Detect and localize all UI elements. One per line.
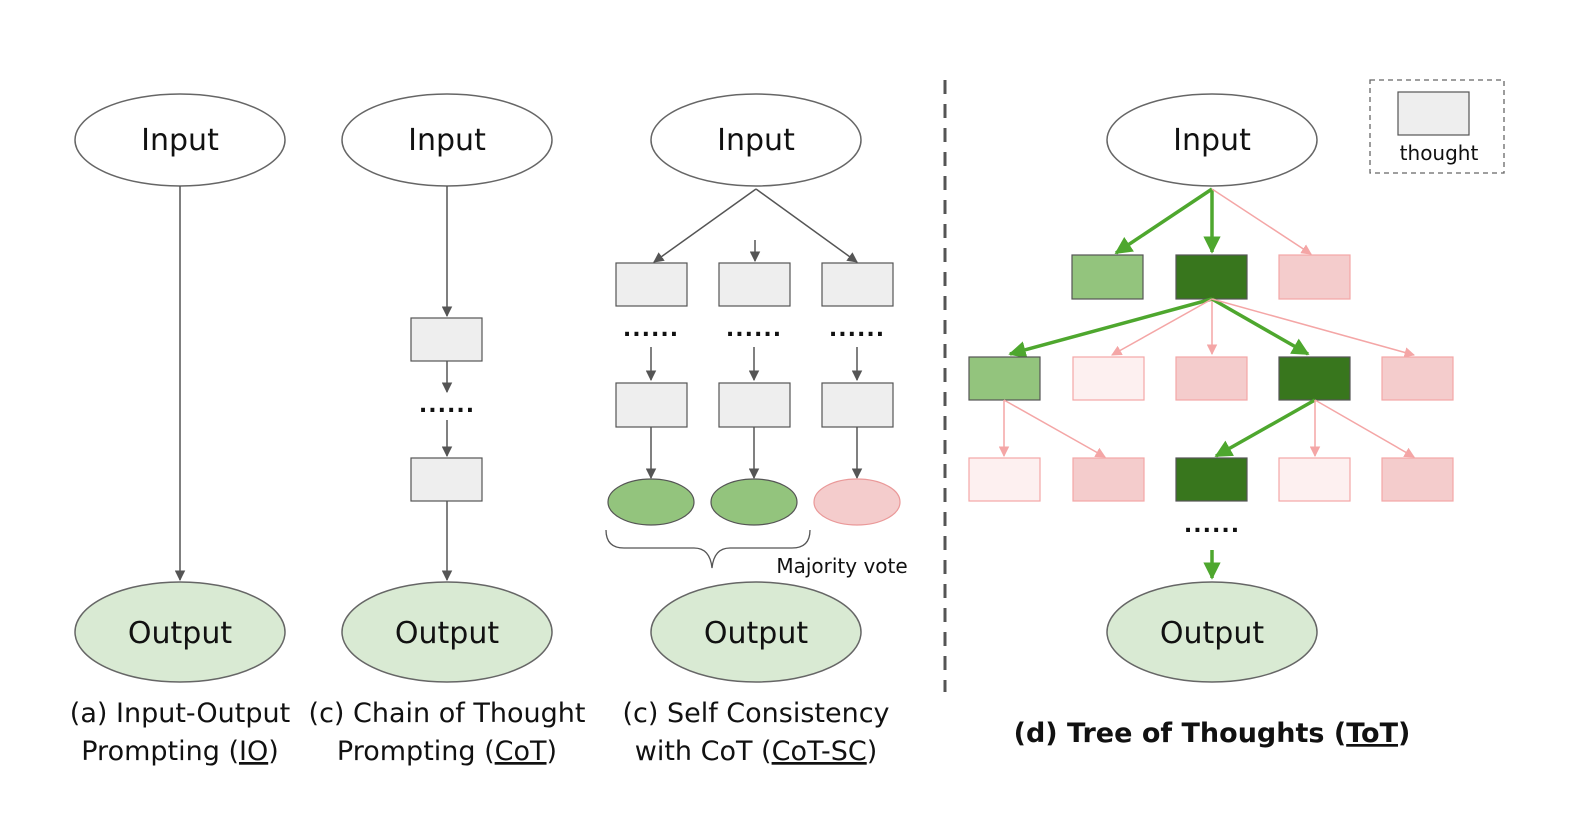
sc-output-node [650,581,862,683]
panel-cot-sc: Input ...... ...... ...... Majority vote… [605,93,908,767]
tot-l2-node-1 [968,356,1041,401]
sc-answer-a [607,478,695,526]
tot-edge-l2-5 [1314,399,1415,458]
tot-edge-l1-2 [1111,298,1213,356]
tot-edge-root-3 [1211,188,1312,255]
tot-l3-node-5 [1381,457,1454,502]
io-output-label: Output [128,616,232,651]
tot-edge-l1-5 [1211,298,1416,358]
tot-l2-node-5 [1381,356,1454,401]
io-output-node [74,581,286,683]
sc-output-label: Output [704,616,808,651]
tot-l3-node-3 [1175,457,1248,502]
sc-thought-a2 [615,382,688,428]
tot-l2-node-4 [1278,356,1351,401]
sc-ellipsis-b: ...... [726,317,782,342]
tot-edge-l2-2 [1003,399,1106,458]
sc-ellipsis-a: ...... [623,317,679,342]
cot-caption-line1: (c) Chain of Thought [309,698,586,729]
panel-io: Input Output (a) Input-Output Prompting … [70,93,290,767]
sc-input-label: Input [717,123,795,158]
sc-caption-line1: (c) Self Consistency [622,698,889,729]
cot-input-label: Input [408,123,486,158]
cot-output-node [341,581,553,683]
sc-edge-left [653,188,757,263]
legend-frame [1369,79,1505,174]
io-caption-line2: Prompting (IO) [81,736,279,767]
cot-thought-2 [410,457,483,502]
panel-tot: Input ...... O [968,93,1454,749]
tot-l2-node-2 [1072,356,1145,401]
tot-l2-node-3 [1175,356,1248,401]
tot-abbr: ToT [1346,718,1398,749]
panel-cot: Input ...... Output (c) Chain of Thought… [309,93,586,767]
tot-l3-node-2 [1072,457,1145,502]
tot-input-label: Input [1173,123,1251,158]
cot-ellipsis: ...... [419,393,475,418]
cot-thought-1 [410,317,483,362]
io-caption-line1: (a) Input-Output [70,698,290,729]
sc-answer-c [813,478,901,526]
tot-output-label: Output [1160,616,1264,651]
sc-thought-a1 [615,262,688,307]
sc-caption-line2: with CoT (CoT-SC) [635,736,878,767]
tot-edge-l1-1 [1008,297,1213,359]
tot-edge-l1-4 [1211,297,1310,356]
cot-output-label: Output [395,616,499,651]
sc-thought-c1 [821,262,894,307]
tot-edge-l2-3 [1214,398,1316,458]
io-input-label: Input [141,123,219,158]
cot-caption-line2: Prompting (CoT) [337,736,557,767]
tot-l1-node-2 [1175,254,1248,300]
legend-thought-label: thought [1400,141,1479,165]
io-abbr: IO [239,736,268,767]
sc-thought-c2 [821,382,894,428]
sc-ellipsis-c: ...... [829,317,885,342]
tot-l1-node-1 [1071,254,1144,300]
sc-thought-b1 [718,262,791,307]
sc-edge-right [755,188,858,263]
tot-ellipsis: ...... [1184,513,1240,538]
tot-caption: (d) Tree of Thoughts (ToT) [1014,718,1411,749]
tot-edge-root-1 [1114,187,1213,255]
sc-input-node [650,93,862,187]
tot-output-node [1106,581,1318,683]
cot-abbr: CoT [495,736,547,767]
sc-majority-brace [605,529,811,569]
tot-l3-node-4 [1278,457,1351,502]
legend-thought-swatch [1397,91,1470,136]
tot-l3-node-1 [968,457,1041,502]
legend: thought [1369,79,1505,174]
sc-answer-b [710,478,798,526]
sc-majority-vote-label: Majority vote [776,554,907,578]
sc-thought-b2 [718,382,791,428]
tot-input-node [1106,93,1318,187]
tot-l1-node-3 [1278,254,1351,300]
sc-abbr: CoT-SC [772,736,867,767]
